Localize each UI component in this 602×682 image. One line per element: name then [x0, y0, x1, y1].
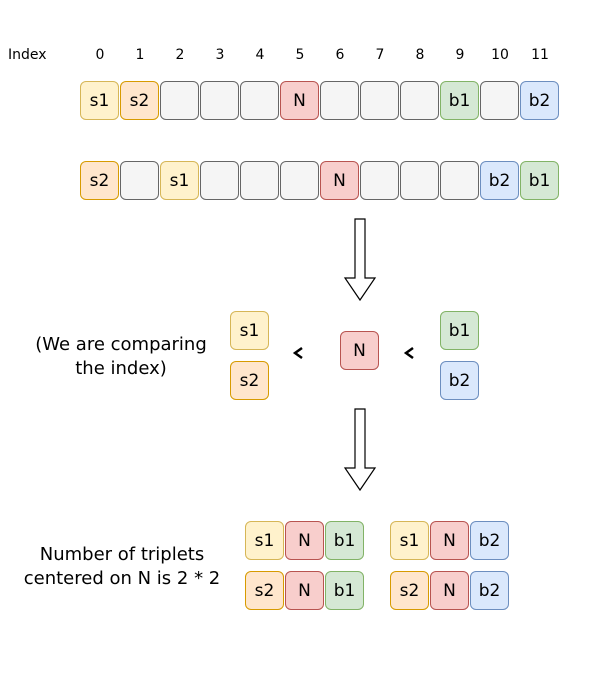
index-number: 2: [175, 47, 185, 63]
index-number: 10: [491, 47, 509, 63]
index-number: 11: [531, 47, 549, 63]
array-cell: N: [280, 81, 319, 120]
array-cell: [200, 161, 239, 200]
triplet-cell: s2: [390, 571, 429, 610]
array-cell: [240, 81, 279, 120]
compare-right-cell-2: b2: [440, 361, 479, 400]
triplet-cell: b1: [325, 571, 364, 610]
array-cell: [120, 161, 159, 200]
array-cell: [320, 81, 359, 120]
array-cell: [400, 81, 439, 120]
array-cell: b2: [480, 161, 519, 200]
array-cell: [200, 81, 239, 120]
index-number: 9: [455, 47, 465, 63]
array-cell: [400, 161, 439, 200]
triplet-cell: N: [430, 571, 469, 610]
array-cell: [360, 81, 399, 120]
triplet-cell: b2: [470, 571, 509, 610]
index-number: 5: [295, 47, 305, 63]
array-cell: s1: [80, 81, 119, 120]
triplet-cell: N: [430, 521, 469, 560]
array-cell: s1: [160, 161, 199, 200]
triplet-cell: b1: [325, 521, 364, 560]
index-number: 3: [215, 47, 225, 63]
index-number: 8: [415, 47, 425, 63]
less-than-2: [403, 346, 414, 360]
array-cell: s2: [80, 161, 119, 200]
array-cell: [160, 81, 199, 120]
index-number: 0: [95, 47, 105, 63]
array-cell: [480, 81, 519, 120]
triplet-cell: N: [285, 521, 324, 560]
compare-left-cell-1: s1: [230, 311, 269, 350]
compare-right-cell-1: b1: [440, 311, 479, 350]
array-cell: s2: [120, 81, 159, 120]
array-cell: [280, 161, 319, 200]
array-cell: b1: [520, 161, 559, 200]
compare-center-cell: N: [340, 331, 379, 370]
triplet-cell: N: [285, 571, 324, 610]
array-cell: b1: [440, 81, 479, 120]
index-number: 6: [335, 47, 345, 63]
compare-left-cell-2: s2: [230, 361, 269, 400]
less-than-1: [292, 346, 303, 360]
index-label: Index: [8, 47, 47, 63]
array-cell: [440, 161, 479, 200]
triplet-cell: b2: [470, 521, 509, 560]
index-number: 7: [375, 47, 385, 63]
array-cell: N: [320, 161, 359, 200]
array-cell: [360, 161, 399, 200]
index-number: 4: [255, 47, 265, 63]
down-arrow-2: [343, 408, 377, 492]
down-arrow-1: [343, 218, 377, 302]
triplet-cell: s2: [245, 571, 284, 610]
triplet-cell: s1: [390, 521, 429, 560]
triplet-cell: s1: [245, 521, 284, 560]
array-cell: [240, 161, 279, 200]
array-cell: b2: [520, 81, 559, 120]
index-number: 1: [135, 47, 145, 63]
